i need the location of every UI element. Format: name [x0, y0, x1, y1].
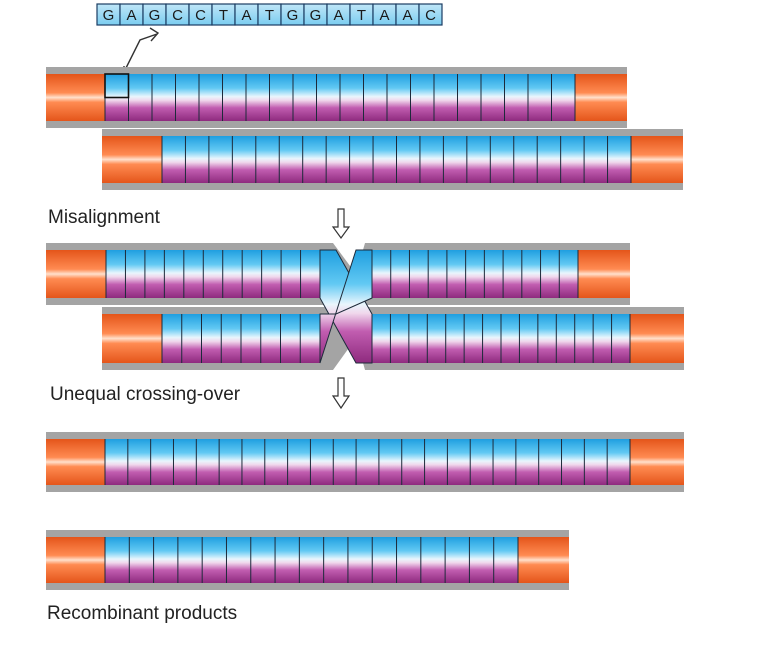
flank-right [630, 439, 684, 485]
nucleotide-letter: T [265, 7, 274, 24]
callout-arrow [123, 27, 160, 73]
flank-right [631, 136, 683, 183]
down-arrow-icon [331, 377, 351, 410]
flank-right [575, 74, 627, 121]
nucleotide-letter: G [103, 7, 115, 24]
repeat-region [105, 537, 518, 583]
highlighted-repeat-unit [104, 73, 130, 99]
flank-left [46, 439, 105, 485]
repeat-region [372, 250, 578, 298]
flank-right [578, 250, 630, 298]
label-misalignment: Misalignment [48, 207, 161, 228]
label-recombinant-products: Recombinant products [47, 603, 237, 624]
flank-left [46, 74, 105, 121]
nucleotide-letter: C [195, 7, 206, 24]
nucleotide-letter: G [310, 7, 322, 24]
nucleotide-letter: A [333, 7, 343, 24]
nucleotide-letter: G [287, 7, 299, 24]
nucleotide-letter: A [379, 7, 389, 24]
nucleotide-letter: A [402, 7, 412, 24]
nucleotide-cell [418, 3, 443, 26]
nucleotide-letter: T [357, 7, 366, 24]
crossing-strand [319, 249, 373, 364]
repeat-region [105, 439, 630, 485]
down-arrow-icon [331, 208, 351, 240]
repeat-region [106, 250, 320, 298]
nucleotide-letter: C [425, 7, 436, 24]
recombinant-product-long [46, 432, 684, 492]
flank-left [46, 537, 105, 583]
dna-molecule-1 [46, 67, 627, 128]
crossing-over-molecules [46, 243, 684, 370]
nucleotide-letter: C [172, 7, 183, 24]
nucleotide-letter: G [149, 7, 161, 24]
flank-right [518, 537, 569, 583]
nucleotide-letter: A [241, 7, 251, 24]
flank-left [46, 250, 106, 298]
flank-left [102, 136, 162, 183]
flank-right [630, 314, 684, 363]
dna-molecule-2 [102, 129, 683, 190]
recombinant-product-short [46, 530, 569, 590]
nucleotide-letter: T [219, 7, 228, 24]
flank-left [102, 314, 162, 363]
label-crossing-over: Unequal crossing-over [50, 384, 241, 405]
nucleotide-letter: A [126, 7, 136, 24]
